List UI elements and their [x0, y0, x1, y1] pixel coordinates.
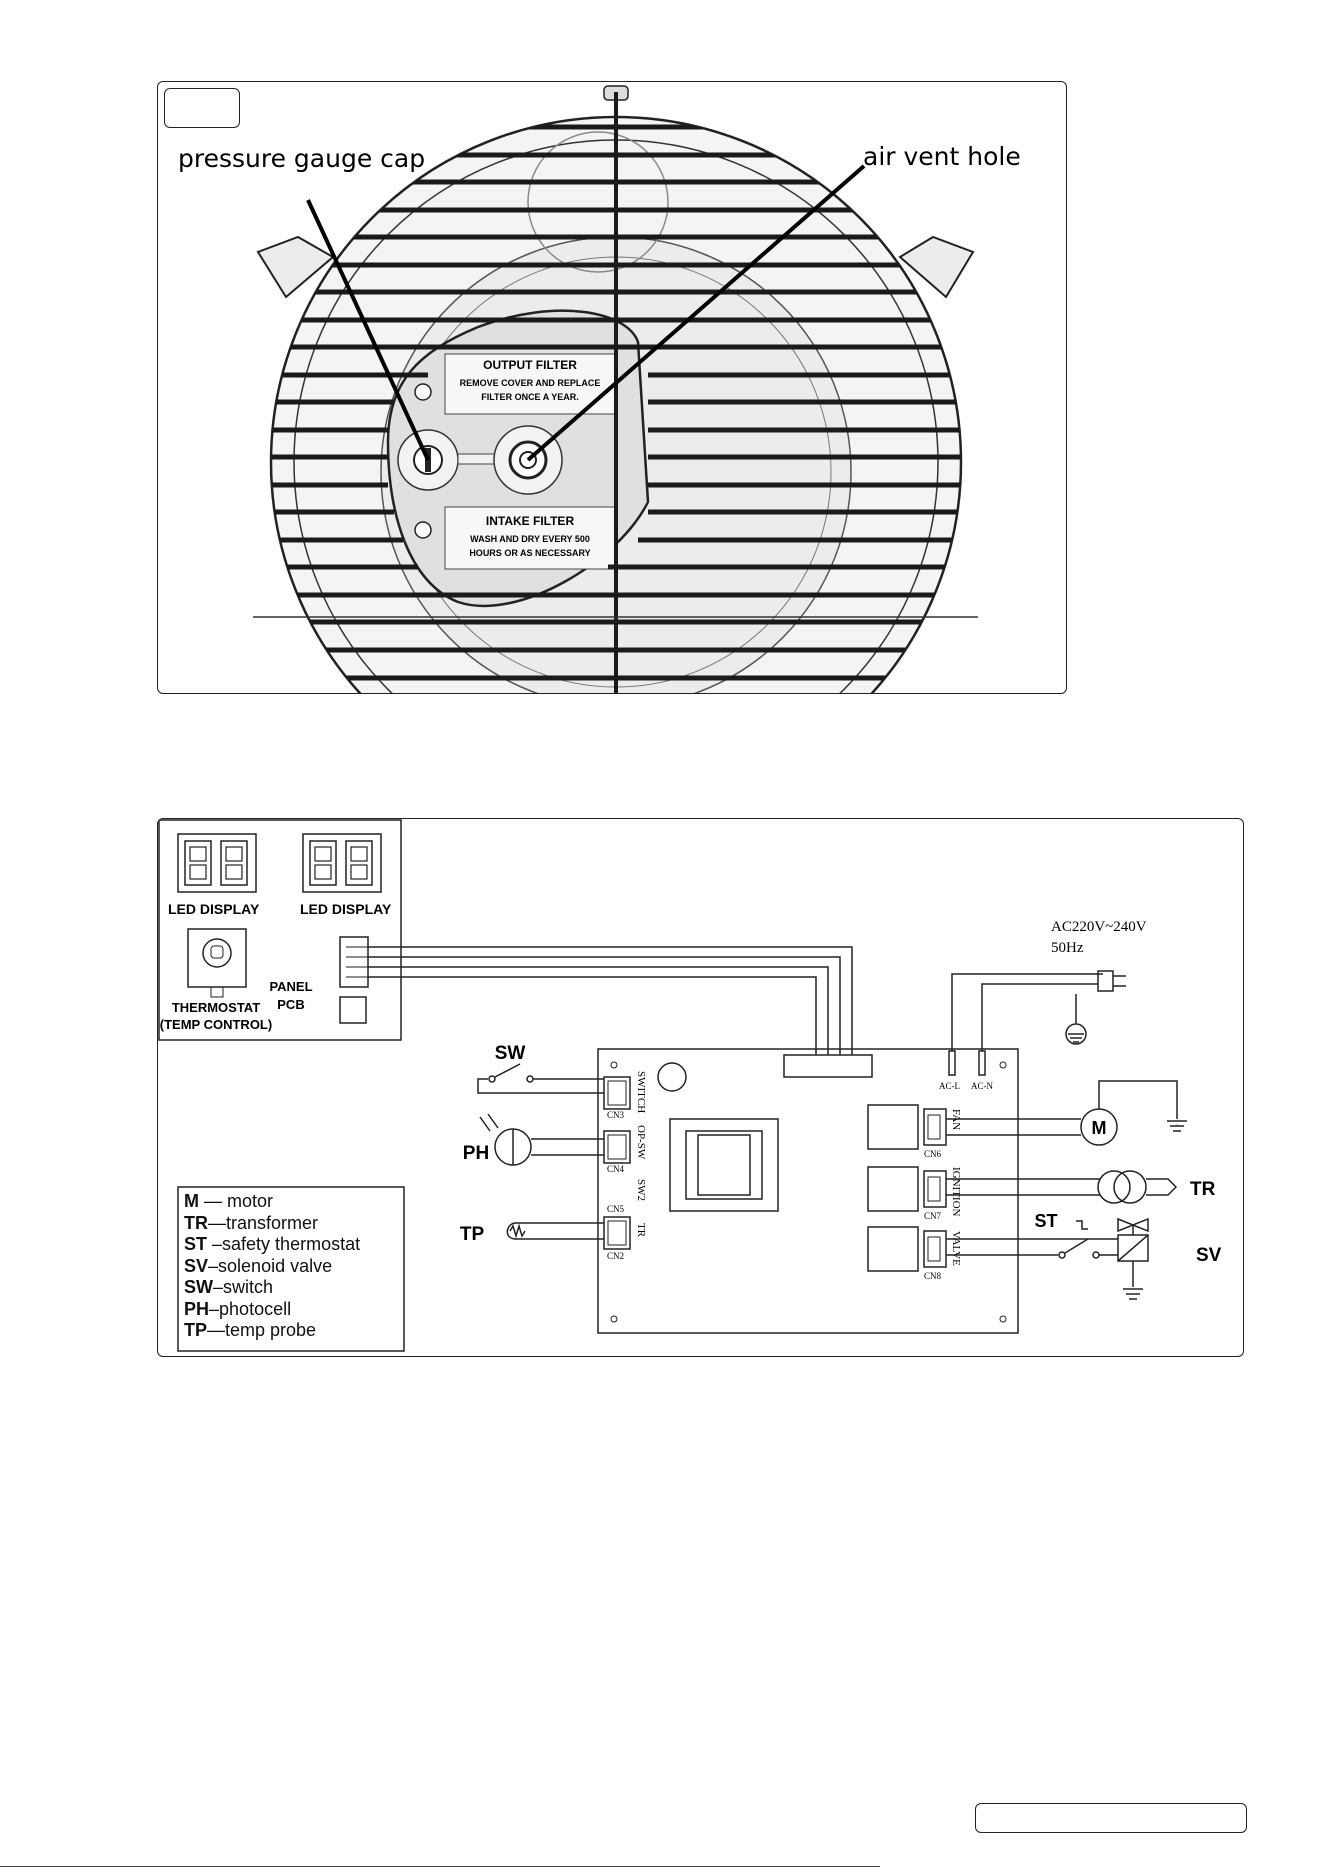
valve-pin-label: VALVE [950, 1231, 962, 1266]
led-display-1-label: LED DISPLAY [168, 901, 260, 917]
ph-label: PH [463, 1143, 489, 1164]
supply-frequency: 50Hz [1051, 940, 1084, 956]
legend-separator: – [208, 1255, 219, 1276]
legend-box [177, 1186, 405, 1352]
thermostat-label-2: (TEMP CONTROL) [160, 1017, 272, 1032]
legend-separator: — [199, 1191, 228, 1211]
output-filter-title: OUTPUT FILTER [483, 358, 577, 372]
panel-pcb-box [158, 819, 402, 1041]
footer-rule [0, 1866, 880, 1867]
legend-row: PH–photocell [184, 1299, 404, 1321]
page-number-box [975, 1803, 1247, 1833]
legend-separator: – [209, 1298, 220, 1319]
wiring-schematic: LED DISPLAY LED DISPLAY THERMOSTAT (TEMP… [158, 819, 1222, 1352]
led-display-1 [177, 833, 257, 893]
wiring-diagram-figure: LED DISPLAY LED DISPLAY THERMOSTAT (TEMP… [157, 818, 1244, 1357]
legend-code: SW [184, 1277, 213, 1297]
legend-code: SV [184, 1255, 209, 1276]
panel-connector [339, 936, 369, 988]
temp-probe-tp [506, 1222, 604, 1240]
cn2-label: CN2 [607, 1251, 624, 1261]
legend-description: photocell [219, 1298, 292, 1319]
tr-pin-label: TR [635, 1223, 647, 1238]
ribbon-cable [368, 946, 853, 1055]
heater-grille-illustration: OUTPUT FILTER REMOVE COVER AND REPLACE F… [178, 85, 1021, 693]
legend-separator: — [208, 1212, 226, 1233]
legend-row: TP—temp probe [184, 1320, 404, 1342]
legend-code: TR [184, 1212, 208, 1233]
legend-row: SV–solenoid valve [184, 1256, 404, 1278]
tp-label: TP [460, 1224, 485, 1245]
led-display-2-label: LED DISPLAY [300, 901, 392, 917]
ac-l-label: AC-L [939, 1081, 960, 1091]
intake-filter-title: INTAKE FILTER [486, 514, 575, 528]
legend-code: PH [184, 1298, 210, 1319]
legend-row: TR—transformer [184, 1213, 404, 1235]
pressure-gauge-cap-callout: pressure gauge cap [178, 144, 425, 173]
ignition-transformer [946, 1170, 1178, 1204]
legend-description: safety thermostat [222, 1234, 361, 1254]
fan-motor [946, 1080, 1187, 1146]
legend-code: ST [184, 1234, 208, 1254]
thermostat-label-1: THERMOSTAT [172, 1000, 260, 1015]
legend-description: motor [227, 1191, 274, 1211]
opsw-label: OP-SW [635, 1125, 647, 1160]
panel-pcb-label-2: PCB [277, 997, 304, 1012]
legend-separator: – [213, 1277, 224, 1297]
air-vent-hole-callout: air vent hole [863, 142, 1021, 171]
cn7-label: CN7 [924, 1211, 942, 1221]
legend-code: M [184, 1191, 199, 1211]
legend-separator: — [207, 1320, 226, 1340]
legend-row: ST –safety thermostat [184, 1234, 404, 1256]
cn8-label: CN8 [924, 1271, 942, 1281]
figure-number-box [164, 88, 240, 128]
sw2-label: SW2 [635, 1179, 647, 1201]
legend-description: temp probe [225, 1320, 317, 1340]
legend-separator: – [207, 1234, 223, 1254]
safety-thermostat-and-valve [946, 1217, 1149, 1300]
cn4-label: CN4 [607, 1164, 625, 1174]
legend-description: transformer [226, 1212, 319, 1233]
supply-voltage: AC220V~240V [1051, 919, 1147, 935]
legend-row: SW–switch [184, 1277, 404, 1299]
motor-symbol-label: M [1092, 1118, 1107, 1138]
panel-pcb-label-1: PANEL [269, 979, 312, 994]
legend-row: M — motor [184, 1191, 404, 1213]
cn6-label: CN6 [924, 1149, 942, 1159]
intake-filter-line1: WASH AND DRY EVERY 500 [470, 534, 590, 544]
main-pcb [597, 1048, 1019, 1334]
cn3-label: CN3 [607, 1110, 625, 1120]
sv-label: SV [1196, 1245, 1222, 1266]
legend-description: solenoid valve [218, 1255, 333, 1276]
ignition-pin-label: IGNITION [950, 1167, 962, 1217]
output-filter-line2: FILTER ONCE A YEAR. [481, 392, 579, 402]
led-display-2 [302, 833, 382, 893]
intake-filter-line2: HOURS OR AS NECESSARY [469, 548, 590, 558]
heater-rear-figure: OUTPUT FILTER REMOVE COVER AND REPLACE F… [157, 81, 1067, 694]
mains-plug [951, 970, 1126, 1051]
cn5-label: CN5 [607, 1204, 625, 1214]
legend-description: switch [223, 1277, 274, 1297]
st-label: ST [1034, 1211, 1057, 1231]
sw-label: SW [495, 1043, 526, 1064]
switch-sw [477, 1063, 604, 1094]
ac-n-label: AC-N [971, 1081, 993, 1091]
legend-code: TP [184, 1320, 208, 1340]
tr-component-label: TR [1190, 1179, 1216, 1200]
output-filter-line1: REMOVE COVER AND REPLACE [460, 378, 601, 388]
photocell-ph [479, 1113, 604, 1166]
switch-label: SWITCH [635, 1071, 647, 1113]
